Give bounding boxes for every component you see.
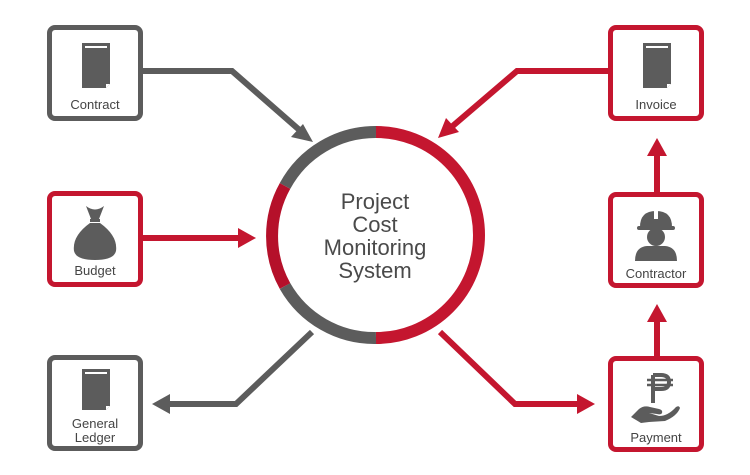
arrowhead-ledger xyxy=(152,394,170,414)
arrowhead-contract xyxy=(291,124,313,142)
node-label-line: General xyxy=(71,416,119,431)
center-title: Project Cost Monitoring System xyxy=(290,190,460,282)
worker-icon xyxy=(635,210,677,261)
connector-center-to-ledger xyxy=(166,329,315,407)
node-label: Payment xyxy=(630,430,682,445)
node-label: Contractor xyxy=(625,266,687,281)
arrowhead-contractor xyxy=(647,304,667,322)
node-label-line: Ledger xyxy=(74,430,116,445)
center-title-line: System xyxy=(338,258,412,283)
node-contract[interactable]: Contract xyxy=(47,25,143,121)
document-icon xyxy=(82,369,110,410)
node-contractor[interactable]: Contractor xyxy=(608,192,704,288)
connector-center-to-payment xyxy=(437,329,580,407)
document-icon xyxy=(643,43,671,88)
node-invoice[interactable]: Invoice xyxy=(608,25,704,121)
ring-arc-bottom-gray xyxy=(279,282,377,345)
center-title-line: Project xyxy=(340,189,410,214)
node-budget[interactable]: Budget xyxy=(47,191,143,287)
center-title-line: Monitoring xyxy=(323,235,427,260)
arrowhead-invoice-up xyxy=(647,138,667,156)
ring-arc-left-red xyxy=(266,183,291,289)
node-label: Contract xyxy=(70,97,120,112)
ring-arc-top-gray xyxy=(279,125,377,189)
money-bag-icon xyxy=(73,206,117,260)
peso-hand-icon xyxy=(631,373,680,423)
node-general-ledger[interactable]: General Ledger xyxy=(47,355,143,451)
connector-contract-to-center xyxy=(143,68,306,137)
center-title-line: Cost xyxy=(352,212,398,237)
arrowhead-invoice xyxy=(438,118,459,138)
connector-invoice-to-center xyxy=(446,68,608,133)
node-label: Invoice xyxy=(635,97,677,112)
node-label: Budget xyxy=(74,263,116,278)
arrowhead-payment xyxy=(577,394,595,414)
arrowhead-budget xyxy=(238,228,256,248)
center-ring xyxy=(266,125,485,345)
node-payment[interactable]: Payment xyxy=(608,356,704,452)
document-icon xyxy=(82,43,110,88)
ring-arc-right-red xyxy=(375,126,485,344)
